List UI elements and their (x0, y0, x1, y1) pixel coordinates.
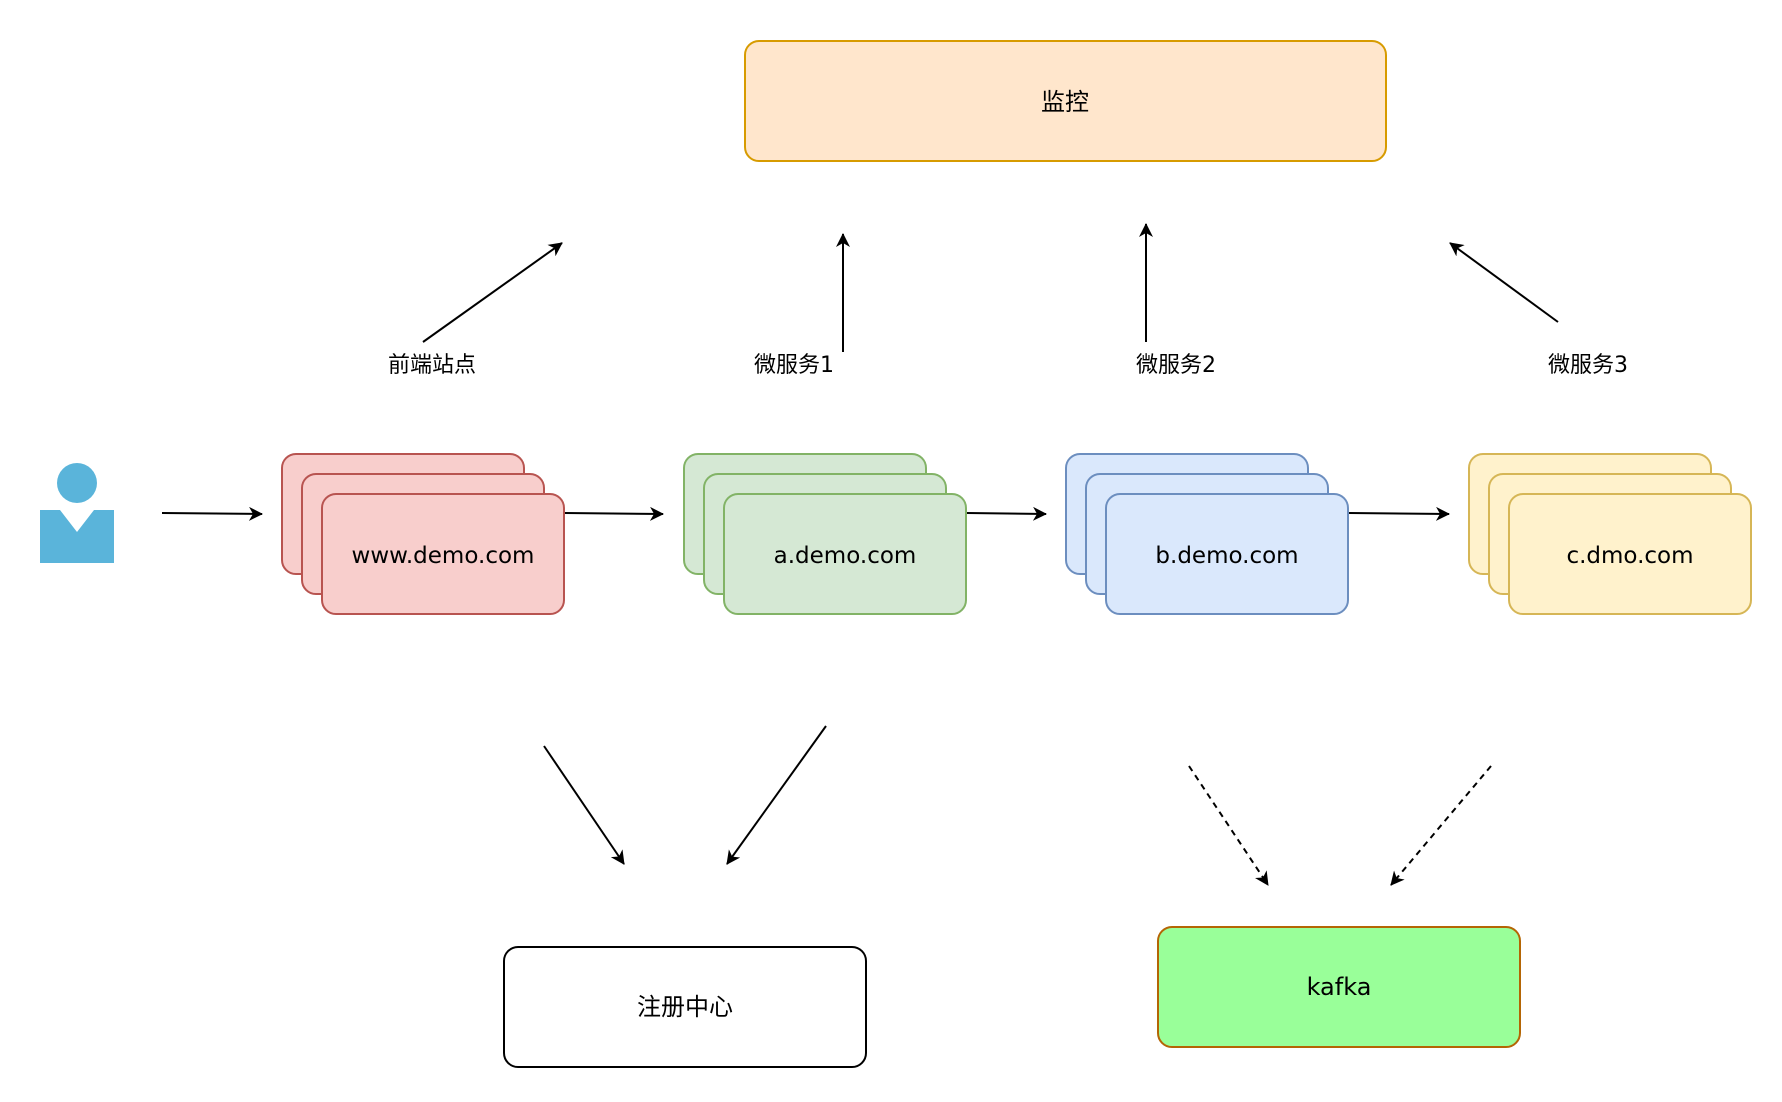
arrow-frontend-to-registry (543, 745, 625, 865)
kafka-label: kafka (1307, 973, 1372, 1001)
svc3-host: c.dmo.com (1566, 543, 1693, 569)
monitor-label: 监控 (1041, 88, 1089, 116)
arrow-svc3-to-kafka (1390, 765, 1492, 886)
arrow-user-to-frontend (161, 506, 263, 521)
svc1-caption: 微服务1 (754, 353, 834, 378)
arrow-frontend-to-svc1 (564, 506, 664, 521)
svc3-stack: c.dmo.com (1468, 453, 1752, 615)
registry-node: 注册中心 (503, 946, 867, 1068)
svc1-stack: a.demo.com (683, 453, 967, 615)
svc2-stack: b.demo.com (1065, 453, 1349, 615)
svc2-caption: 微服务2 (1136, 353, 1216, 378)
monitor-box (744, 40, 1387, 162)
svc1-host: a.demo.com (774, 543, 917, 569)
frontend-stack: www.demo.com (281, 453, 565, 615)
frontend-caption: 前端站点 (388, 353, 476, 378)
arrow-svc3-to-monitor (1449, 242, 1559, 323)
user-icon (40, 463, 114, 563)
arrow-svc1-to-registry (726, 725, 827, 865)
arrow-svc2-to-kafka (1188, 765, 1269, 886)
registry-box (503, 946, 867, 1068)
svc2-host: b.demo.com (1155, 543, 1298, 569)
registry-label: 注册中心 (637, 993, 733, 1021)
frontend-host: www.demo.com (352, 543, 535, 569)
arrow-svc2-to-svc3 (1348, 506, 1450, 521)
kafka-box (1157, 926, 1521, 1048)
arrow-frontend-to-monitor (422, 242, 563, 343)
arrow-svc1-to-svc2 (966, 506, 1047, 521)
svc3-caption: 微服务3 (1548, 353, 1628, 378)
kafka-node: kafka (1157, 926, 1521, 1048)
monitor-node: 监控 (744, 40, 1387, 162)
